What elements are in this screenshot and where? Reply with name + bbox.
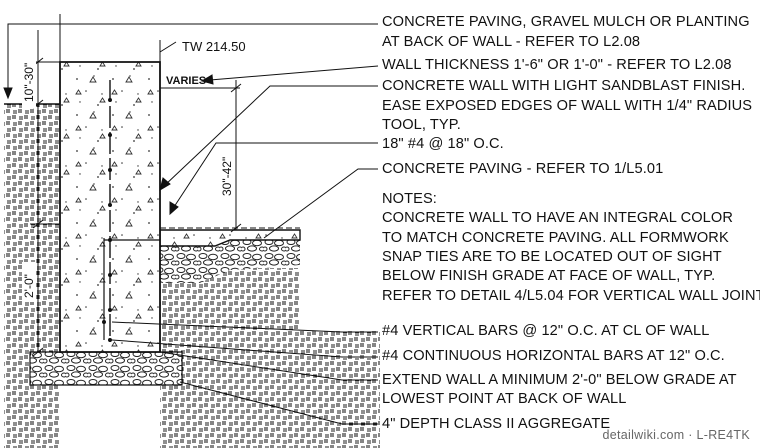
exposed-height-label: 30"-42" [220,157,234,196]
callout-wall-thickness: WALL THICKNESS 1'-6" OR 1'-0" - REFER TO… [382,57,732,73]
note-line-5: REFER TO DETAIL 4/L5.04 FOR VERTICAL WAL… [382,288,760,304]
tw-elevation: TW 214.50 [182,39,246,54]
top-height-label: 10"-30" [22,63,36,102]
callout-horizontal-bars: #4 CONTINUOUS HORIZONTAL BARS AT 12" O.C… [382,348,725,364]
horizontal-rebar-dots [102,98,112,342]
callout-rebar-spacing: 18" #4 @ 18" O.C. [382,136,504,152]
note-line-1: CONCRETE WALL TO HAVE AN INTEGRAL COLOR [382,210,733,226]
callout-extend-wall-2: LOWEST POINT AT BACK OF WALL [382,391,627,407]
varies-label: VARIES [166,75,206,87]
paving-gravel [160,240,300,283]
note-line-2: TO MATCH CONCRETE PAVING. ALL FORMWORK [382,230,729,246]
below-grade-label: 2'-0" [22,274,36,298]
aggregate-base [29,351,183,386]
note-line-4: BELOW FINISH GRADE AT FACE OF WALL, TYP. [382,268,716,284]
watermark: detailwiki.com · L-RE4TK [600,428,752,442]
callout-paving-gravel: CONCRETE PAVING, GRAVEL MULCH OR PLANTIN… [382,14,750,30]
callout-concrete-paving: CONCRETE PAVING - REFER TO 1/L5.01 [382,161,664,177]
notes-title: NOTES: [382,191,437,207]
callout-paving-gravel-2: AT BACK OF WALL - REFER TO L2.08 [382,34,641,50]
callout-wall-finish: CONCRETE WALL WITH LIGHT SANDBLAST FINIS… [382,78,746,94]
callout-aggregate: 4" DEPTH CLASS II AGGREGATE [382,416,611,432]
leader-lines [3,23,379,425]
soil-right [160,238,380,448]
callout-extend-wall: EXTEND WALL A MINIMUM 2'-0" BELOW GRADE … [382,372,737,388]
callout-vertical-bars: #4 VERTICAL BARS @ 12" O.C. AT CL OF WAL… [382,323,710,339]
callout-wall-finish-2: EASE EXPOSED EDGES OF WALL WITH 1/4" RAD… [382,98,753,114]
note-line-3: SNAP TIES ARE TO BE LOCATED OUT OF SIGHT [382,249,722,265]
callout-wall-finish-3: TOOL, TYP. [382,117,461,133]
